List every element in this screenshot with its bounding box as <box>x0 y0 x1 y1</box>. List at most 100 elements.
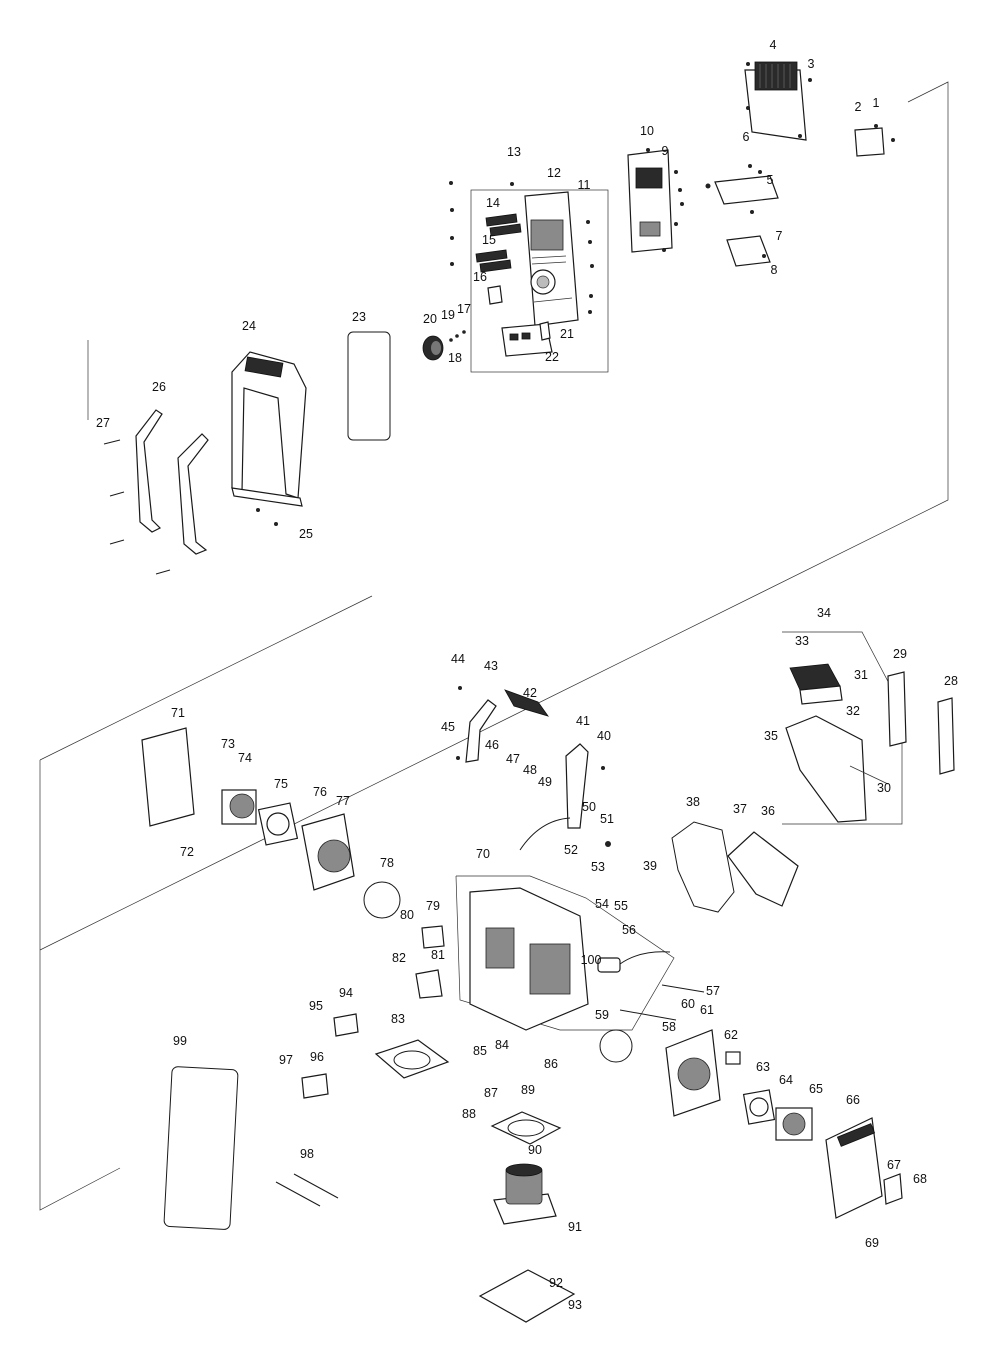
part-78-gasket <box>363 881 401 919</box>
callout-60: 60 <box>681 997 695 1011</box>
callout-2: 2 <box>855 100 862 114</box>
callout-38: 38 <box>686 795 700 809</box>
callout-76: 76 <box>313 785 327 799</box>
callout-32: 32 <box>846 704 860 718</box>
callout-28: 28 <box>944 674 958 688</box>
callout-51: 51 <box>600 812 614 826</box>
part-89-gasket <box>490 1111 562 1145</box>
callout-91: 91 <box>568 1220 582 1234</box>
callout-80: 80 <box>400 908 414 922</box>
part-61-side-housing <box>665 1029 721 1117</box>
callout-92: 92 <box>549 1276 563 1290</box>
callout-37: 37 <box>733 802 747 816</box>
callout-66: 66 <box>846 1093 860 1107</box>
callout-18: 18 <box>448 351 462 365</box>
callout-99: 99 <box>173 1034 187 1048</box>
callout-70: 70 <box>476 847 490 861</box>
callout-10: 10 <box>640 124 654 138</box>
callout-17: 17 <box>457 302 471 316</box>
part-92-base-plate <box>478 1269 576 1323</box>
part-62-clip <box>725 1051 741 1065</box>
part-4-board <box>744 61 812 141</box>
callout-65: 65 <box>809 1082 823 1096</box>
callout-5: 5 <box>767 173 774 187</box>
callout-4: 4 <box>770 38 777 52</box>
callout-41: 41 <box>576 714 590 728</box>
callout-42: 42 <box>523 686 537 700</box>
callout-82: 82 <box>392 951 406 965</box>
callout-94: 94 <box>339 986 353 1000</box>
part-38-gasket <box>671 821 735 913</box>
callout-87: 87 <box>484 1086 498 1100</box>
callout-20: 20 <box>423 312 437 326</box>
parts-94-96-plates <box>301 1013 359 1099</box>
part-37-grille <box>727 831 799 907</box>
parts-63-64-speaker <box>742 1089 813 1141</box>
parts-57-58-rods <box>619 984 705 1021</box>
callout-63: 63 <box>756 1060 770 1074</box>
part-9-control-board <box>627 148 684 253</box>
callout-61: 61 <box>700 1003 714 1017</box>
callout-83: 83 <box>391 1012 405 1026</box>
callout-53: 53 <box>591 860 605 874</box>
callout-8: 8 <box>771 263 778 277</box>
part-23-gasket <box>347 331 391 441</box>
callout-40: 40 <box>597 729 611 743</box>
group-box-12 <box>470 189 609 373</box>
part-98-cable-ties <box>275 1173 339 1207</box>
callout-11: 11 <box>578 178 591 192</box>
callout-23: 23 <box>352 310 366 324</box>
part-35-housing <box>785 715 889 823</box>
callout-68: 68 <box>913 1172 927 1186</box>
part-20-knob <box>422 330 466 361</box>
part-90-woofer <box>493 1163 557 1225</box>
callout-labels: 1234567891011121314151617181920212223242… <box>96 38 958 1312</box>
part-2-board <box>854 124 895 157</box>
callout-46: 46 <box>485 738 499 752</box>
part-16-clip <box>487 285 503 305</box>
callout-44: 44 <box>451 652 465 666</box>
callout-86: 86 <box>544 1057 558 1071</box>
part-70-main-housing <box>455 875 675 1031</box>
callout-73: 73 <box>221 737 235 751</box>
callout-71: 71 <box>171 706 185 720</box>
callout-34: 34 <box>817 606 831 620</box>
parts-79-81-boards <box>415 925 445 999</box>
callout-59: 59 <box>595 1008 609 1022</box>
callout-54: 54 <box>595 897 609 911</box>
parts-41-43-handle <box>456 686 611 851</box>
part-76-speaker-housing <box>301 813 355 891</box>
callout-81: 81 <box>431 948 445 962</box>
callout-97: 97 <box>279 1053 293 1067</box>
callout-21: 21 <box>560 327 574 341</box>
callout-100: 100 <box>581 953 602 967</box>
callout-14: 14 <box>486 196 500 210</box>
callout-19: 19 <box>441 308 455 322</box>
callout-31: 31 <box>854 668 868 682</box>
callout-75: 75 <box>274 777 288 791</box>
callout-1: 1 <box>873 96 880 110</box>
parts-14-15-button-strips <box>475 213 522 273</box>
callout-48: 48 <box>523 763 537 777</box>
callout-90: 90 <box>528 1143 542 1157</box>
part-24-front-frame <box>231 351 307 526</box>
callout-62: 62 <box>724 1028 738 1042</box>
part-59-gasket <box>599 1029 633 1063</box>
callout-58: 58 <box>662 1020 676 1034</box>
callout-93: 93 <box>568 1298 582 1312</box>
callout-33: 33 <box>795 634 809 648</box>
callout-88: 88 <box>462 1107 476 1121</box>
callout-77: 77 <box>336 794 350 808</box>
part-83-plate <box>374 1039 450 1079</box>
part-74-speaker <box>221 789 257 825</box>
part-22-switch-block <box>501 321 553 357</box>
callout-56: 56 <box>622 923 636 937</box>
part-75-ring <box>257 802 299 846</box>
perspective-frame <box>39 81 949 1211</box>
callout-50: 50 <box>582 800 596 814</box>
callout-27: 27 <box>96 416 110 430</box>
callout-43: 43 <box>484 659 498 673</box>
callout-64: 64 <box>779 1073 793 1087</box>
